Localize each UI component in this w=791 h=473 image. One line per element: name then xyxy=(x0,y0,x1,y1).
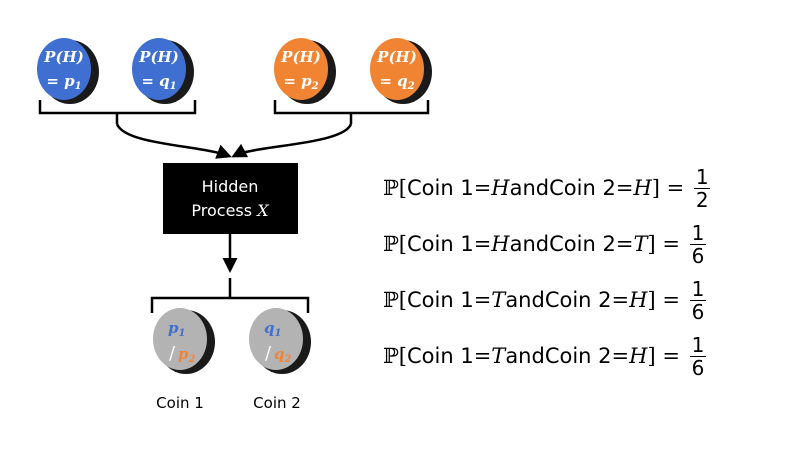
coin-p1-line1: P(H) xyxy=(43,48,84,66)
equation-1-and: and xyxy=(509,176,550,200)
equation-2-and: and xyxy=(509,232,550,256)
equation-3-value2: H xyxy=(629,288,648,312)
equation-4-denominator: 6 xyxy=(691,355,705,380)
coin-q1-line1: P(H) xyxy=(138,48,179,66)
equation-2-prob: ℙ[ xyxy=(383,232,407,256)
coin-p1-line2: = p1 xyxy=(46,72,81,92)
equation-1-eq2: = xyxy=(615,176,634,200)
equation-2-denominator: 6 xyxy=(691,243,705,268)
equation-1-coin2: Coin 2 xyxy=(549,176,616,200)
equation-1-value1: H xyxy=(491,176,510,200)
coin-2-bottom-value: q2 xyxy=(274,345,292,365)
equation-3-denominator: 6 xyxy=(691,299,705,324)
equation-2-eq2: = xyxy=(615,232,634,256)
equation-2-value1: H xyxy=(491,232,510,256)
equation-3-numerator: 1 xyxy=(691,276,705,301)
coin-q1-line2: = q1 xyxy=(141,72,176,92)
equation-1-numerator: 1 xyxy=(695,164,709,189)
equation-1-eq1: = xyxy=(473,176,492,200)
coin-p2-line1: P(H) xyxy=(280,48,321,66)
equation-2-coin1: Coin 1 xyxy=(406,232,474,256)
equation-3-eq1: = xyxy=(473,288,492,312)
equation-4-coin1: Coin 1 xyxy=(406,344,474,368)
equation-3-prob: ℙ[ xyxy=(383,288,407,312)
equation-2-eq1: = xyxy=(473,232,492,256)
coin-q2-line1: P(H) xyxy=(376,48,417,66)
left-arrow xyxy=(115,123,232,159)
bottom-brace xyxy=(150,278,310,313)
equation-1-value2: H xyxy=(633,176,652,200)
coin-1-top-value: p1 xyxy=(168,319,185,339)
equation-2-numerator: 1 xyxy=(691,220,705,245)
coin-p1-blue: P(H) = p1 xyxy=(37,38,99,104)
equation-2-close: ] = xyxy=(647,232,680,256)
hidden-process-box: Hidden Process X xyxy=(163,163,298,234)
coin-2-slash: / xyxy=(265,343,272,364)
equation-4-eq2: = xyxy=(611,344,630,368)
equation-1-close: ] = xyxy=(651,176,685,200)
equation-4-coin2: Coin 2 xyxy=(544,344,612,368)
coin-2-output: q1 / q2 xyxy=(249,308,311,374)
equation-3-eq2: = xyxy=(611,288,630,312)
hidden-process-line2: Process X xyxy=(191,201,269,220)
equation-4-value2: H xyxy=(629,344,648,368)
coin-1-output: p1 / p2 xyxy=(153,308,215,374)
hidden-process-line1: Hidden xyxy=(202,177,259,196)
coin-1-bottom-value: p2 xyxy=(178,345,196,365)
equation-4-and: and xyxy=(505,344,545,368)
coin-2-top-value: q1 xyxy=(264,319,281,339)
right-brace xyxy=(273,100,430,124)
coin-q2-orange: P(H) = q2 xyxy=(370,38,432,104)
equation-4-close: ] = xyxy=(647,344,680,368)
right-arrow xyxy=(231,123,353,158)
equation-4-eq1: = xyxy=(473,344,492,368)
equation-1-coin1: Coin 1 xyxy=(406,176,474,200)
coin-1-label: Coin 1 xyxy=(156,394,204,412)
equation-1-denominator: 2 xyxy=(695,187,709,212)
coin-q1-blue: P(H) = q1 xyxy=(132,38,194,104)
equation-4-prob: ℙ[ xyxy=(383,344,407,368)
equation-4-numerator: 1 xyxy=(691,332,705,357)
equation-3-coin1: Coin 1 xyxy=(406,288,474,312)
coin-q2-line2: = q2 xyxy=(379,72,414,92)
coin-p2-line2: = p2 xyxy=(283,72,318,92)
equation-2-value2: T xyxy=(633,232,648,256)
coin-p2-orange: P(H) = p2 xyxy=(274,38,336,104)
coin-2-label: Coin 2 xyxy=(253,394,301,412)
equation-3-and: and xyxy=(505,288,545,312)
equation-2-coin2: Coin 2 xyxy=(549,232,616,256)
equation-3-value1: T xyxy=(491,288,506,312)
equation-4-value1: T xyxy=(491,344,506,368)
left-brace xyxy=(38,100,197,124)
coin-1-slash: / xyxy=(169,343,176,364)
equation-1-prob: ℙ[ xyxy=(383,176,407,200)
equation-3-close: ] = xyxy=(647,288,680,312)
equation-3-coin2: Coin 2 xyxy=(544,288,612,312)
